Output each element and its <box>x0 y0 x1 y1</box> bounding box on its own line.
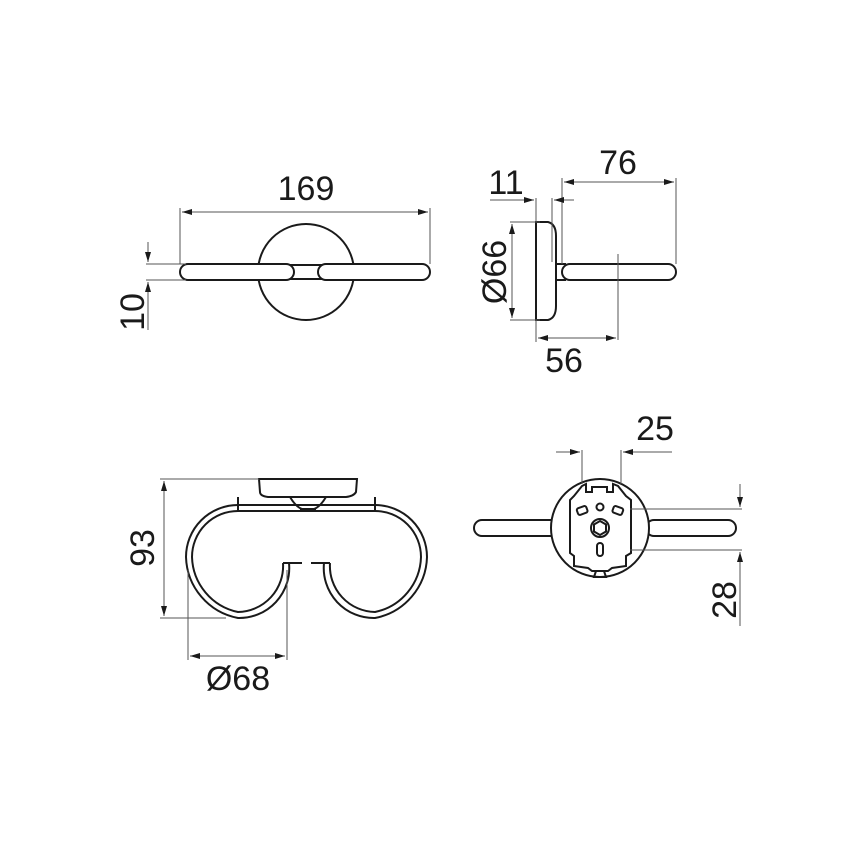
side-view: 76 11 Ø66 56 <box>476 144 677 380</box>
base-plate-side <box>535 221 557 321</box>
dim-overall-width: 169 <box>278 170 335 208</box>
dim-bracket-width: 25 <box>636 410 674 448</box>
screw-head <box>590 518 610 538</box>
hex-icon <box>593 519 607 537</box>
rod-side <box>561 263 677 281</box>
dim-base-thickness: 11 <box>488 164 523 202</box>
right-rod-rear <box>645 519 737 537</box>
right-ring <box>322 504 429 620</box>
front-view: 93 Ø68 <box>124 478 429 698</box>
mounting-bracket <box>569 482 632 572</box>
dim-projection: 76 <box>599 144 637 182</box>
dim-base-to-axis: 56 <box>545 342 583 380</box>
dim-ring-diameter: Ø68 <box>206 660 270 698</box>
slot-left <box>575 505 589 516</box>
right-rod <box>317 263 431 281</box>
left-rod <box>179 263 295 281</box>
dim-rod-thickness: 10 <box>114 293 152 331</box>
slot-right <box>611 505 625 516</box>
slot-vertical <box>596 542 604 557</box>
top-view: 169 10 <box>114 170 431 331</box>
small-hole <box>595 502 605 512</box>
bottom-screw <box>592 570 608 578</box>
dim-height: 93 <box>124 529 162 567</box>
dim-mount-offset: 28 <box>706 581 744 619</box>
left-ring <box>184 504 291 620</box>
base-cap <box>257 478 359 498</box>
mount-disc <box>550 478 650 578</box>
dim-base-diameter: Ø66 <box>476 240 514 304</box>
rear-mount-view: 25 28 <box>473 410 744 626</box>
